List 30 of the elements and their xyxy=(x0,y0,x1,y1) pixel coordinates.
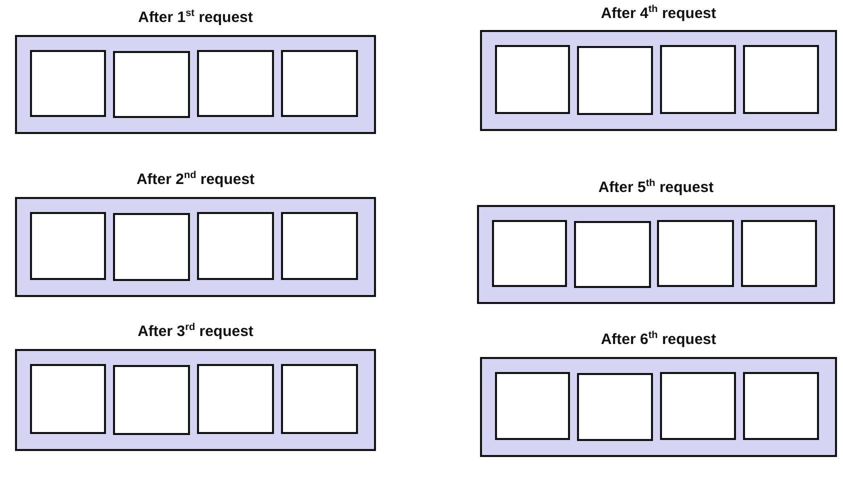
buffer-slot xyxy=(197,364,274,434)
buffer-slot xyxy=(30,364,106,434)
buffer-slot xyxy=(281,364,358,434)
buffer-slot xyxy=(494,372,570,440)
buffer-slot xyxy=(740,220,818,287)
panel-heading: After 4$^{th}$ request xyxy=(600,4,718,22)
buffer-slot xyxy=(113,365,190,435)
buffer-slot xyxy=(657,220,734,287)
buffer-slot xyxy=(281,50,358,117)
buffer-slot xyxy=(281,212,358,280)
buffer-slot xyxy=(113,51,190,118)
buffer-slot xyxy=(494,45,570,114)
panel-heading: After 6$^{th}$ request xyxy=(600,330,718,348)
panel-heading: After 1$^{st}$ request xyxy=(137,8,254,26)
buffer-slot xyxy=(197,50,274,117)
panel-heading: After 2$^{nd}$ request xyxy=(135,170,256,188)
buffer-slot xyxy=(492,220,568,287)
panel-heading: After 3$^{rd}$ request xyxy=(136,322,254,340)
buffer-slot xyxy=(576,46,654,115)
buffer-slot xyxy=(743,45,820,114)
buffer-slot xyxy=(743,372,820,440)
buffer-slot xyxy=(30,212,106,280)
buffer-slot xyxy=(576,373,654,441)
buffer-slot xyxy=(30,50,106,117)
buffer-slot xyxy=(574,221,651,288)
buffer-slot xyxy=(197,212,274,280)
buffer-slot xyxy=(113,213,190,281)
buffer-slot xyxy=(660,45,736,114)
panel-heading: After 5$^{th}$ request xyxy=(597,178,715,196)
buffer-slot xyxy=(660,372,736,440)
